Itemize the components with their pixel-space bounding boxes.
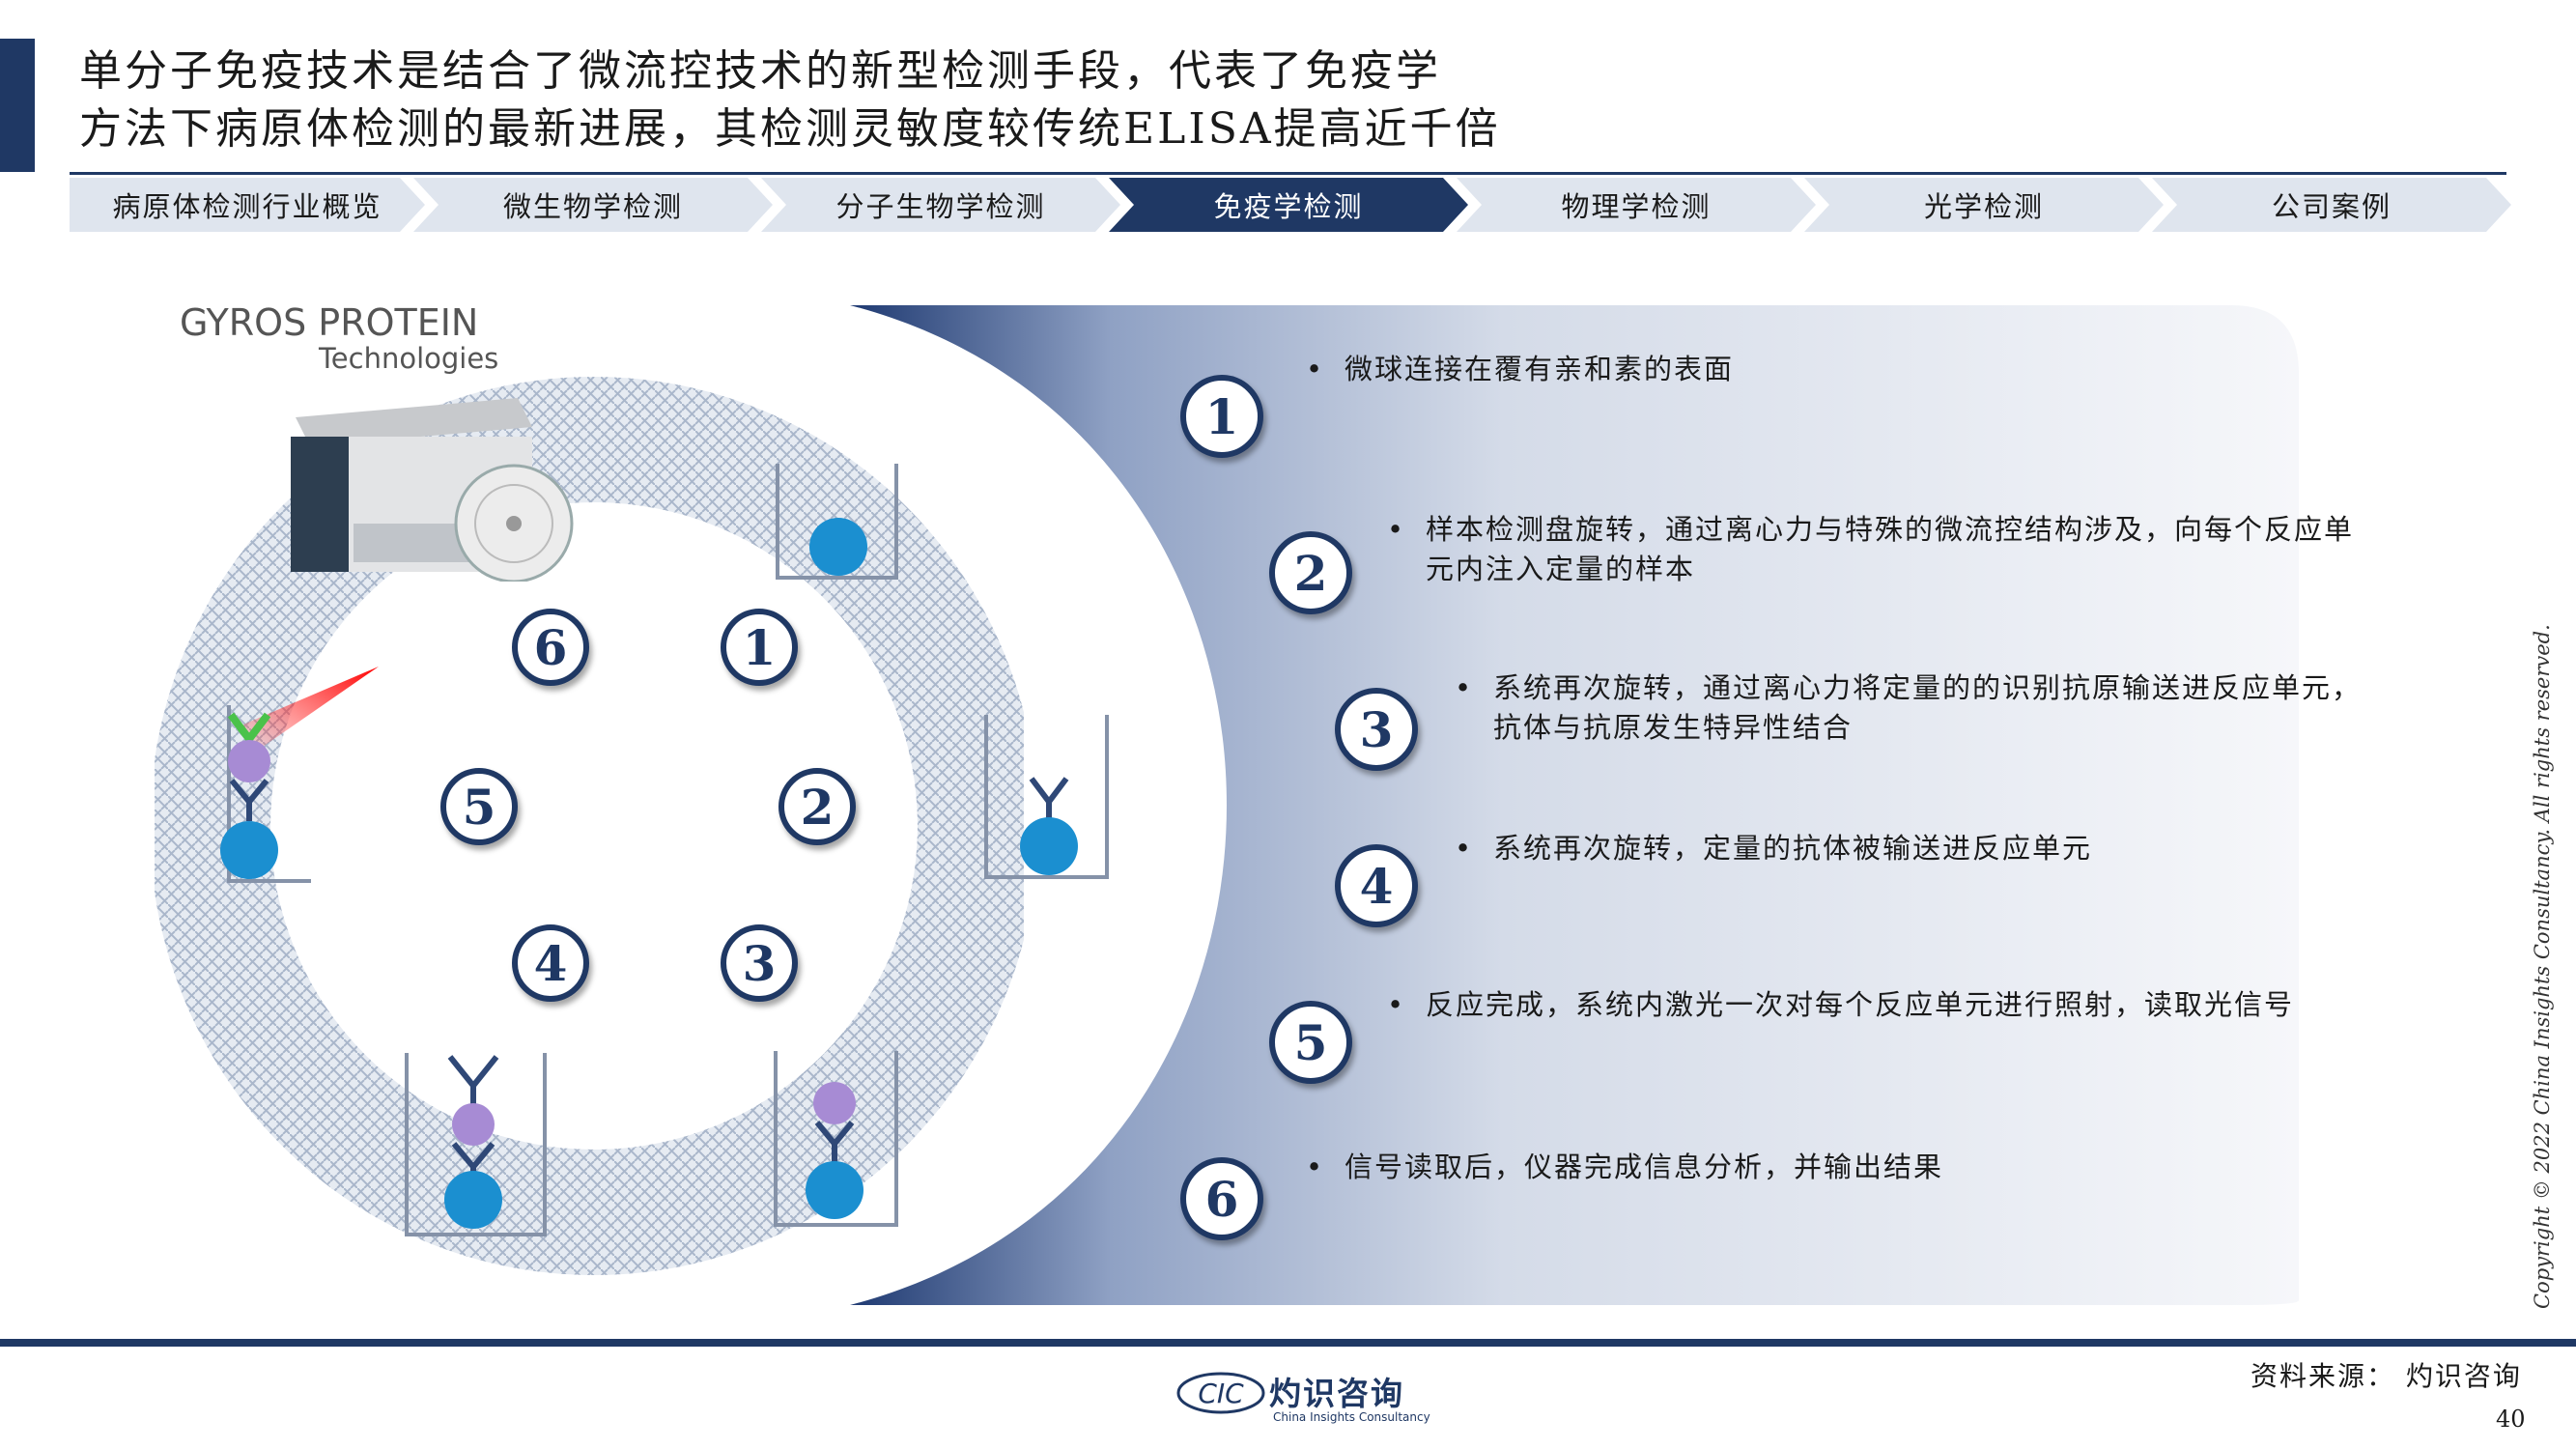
step-text: 反应完成，系统内激光一次对每个反应单元进行照射，读取光信号 [1426, 988, 2295, 1021]
title-accent-bar [0, 39, 35, 172]
microbead [444, 1171, 502, 1229]
nav-item-physics[interactable]: 物理学检测 [1457, 178, 1816, 232]
step-5-description: •反应完成，系统内激光一次对每个反应单元进行照射，读取光信号 [1387, 988, 2295, 1021]
nav-item-molecular-biology[interactable]: 分子生物学检测 [761, 178, 1120, 232]
nav-item-microbiology[interactable]: 微生物学检测 [413, 178, 773, 232]
ring-step-6-marker: 6 [512, 609, 589, 686]
step-6-description: •信号读取后，仪器完成信息分析，并输出结果 [1306, 1151, 1944, 1183]
capture-antibody [229, 779, 269, 821]
step-number: 5 [1293, 1013, 1328, 1071]
instrument-icon [291, 398, 574, 582]
step-2-description: •样本检测盘旋转，通过离心力与特殊的微流控结构涉及，向每个反应单元内注入定量的样… [1387, 513, 2355, 585]
well-step-3 [774, 1051, 898, 1227]
nav-item-label: 微生物学检测 [502, 190, 683, 223]
well-step-5 [220, 667, 379, 883]
step-6-marker: 6 [1180, 1157, 1263, 1240]
ring-step-4-marker: 4 [512, 924, 589, 1002]
ring-step-number: 4 [533, 934, 568, 992]
steps-panel [850, 305, 2299, 1305]
ring-step-2-marker: 2 [778, 768, 856, 845]
nav-item-label: 分子生物学检测 [835, 190, 1046, 223]
nav-item-label: 病原体检测行业概览 [112, 190, 382, 223]
ring-step-number: 5 [462, 778, 496, 836]
ring-step-3-marker: 3 [721, 924, 798, 1002]
step-2-marker: 2 [1269, 531, 1352, 614]
ring-step-5-marker: 5 [440, 768, 518, 845]
page-number: 40 [2496, 1406, 2526, 1433]
nav-item-overview[interactable]: 病原体检测行业概览 [70, 178, 425, 232]
step-text: 样本检测盘旋转，通过离心力与特殊的微流控结构涉及，向每个反应单元内注入定量的样本 [1426, 513, 2355, 585]
step-number: 3 [1359, 700, 1394, 758]
brand-name: GYROS PROTEIN [180, 301, 479, 344]
ring-step-number: 1 [742, 618, 777, 676]
step-1-description: •微球连接在覆有亲和素的表面 [1306, 353, 1735, 385]
step-3-marker: 3 [1335, 688, 1418, 771]
section-nav: 病原体检测行业概览 微生物学检测 分子生物学检测 免疫学检测 物理学检测 光学检… [70, 178, 2523, 232]
cic-logo-icon: CIC [1176, 1372, 1265, 1414]
antigen [452, 1103, 495, 1146]
microbead [806, 1161, 863, 1219]
antigen [813, 1082, 856, 1124]
ring-step-1-marker: 1 [721, 609, 798, 686]
well-step-1 [776, 464, 898, 580]
step-number: 2 [1293, 544, 1328, 602]
step-text: 系统再次旋转，通过离心力将定量的的识别抗原输送进反应单元，抗体与抗原发生特异性结… [1493, 671, 2363, 744]
nav-item-optics[interactable]: 光学检测 [1804, 178, 2164, 232]
step-1-marker: 1 [1180, 375, 1263, 458]
nav-item-label: 物理学检测 [1561, 190, 1712, 223]
step-text: 系统再次旋转，定量的抗体被输送进反应单元 [1493, 832, 2093, 865]
step-number: 4 [1359, 857, 1394, 915]
step-3-description: •系统再次旋转，通过离心力将定量的的识别抗原输送进反应单元，抗体与抗原发生特异性… [1455, 671, 2363, 744]
nav-item-label: 光学检测 [1923, 190, 2044, 223]
step-number: 1 [1204, 387, 1239, 445]
copyright-notice: Copyright © 2022 China Insights Consulta… [2531, 624, 2554, 1309]
footer-logo-english: China Insights Consultancy [1273, 1410, 1430, 1424]
page-title: 单分子免疫技术是结合了微流控技术的新型检测手段，代表了免疫学 方法下病原体检测的… [79, 43, 1914, 158]
nav-item-case-studies[interactable]: 公司案例 [2152, 178, 2511, 232]
nav-item-label: 公司案例 [2271, 190, 2392, 223]
detection-antibody [447, 1055, 499, 1109]
microbead [220, 821, 278, 879]
step-text: 信号读取后，仪器完成信息分析，并输出结果 [1345, 1151, 1944, 1183]
page-title-line-2: 方法下病原体检测的最新进展，其检测灵敏度较传统ELISA提高近千倍 [79, 104, 1501, 154]
title-divider [70, 172, 2506, 175]
well-step-2 [984, 715, 1109, 879]
footer-divider [0, 1339, 2576, 1347]
ring-step-number: 3 [742, 934, 777, 992]
antigen [228, 740, 270, 782]
step-number: 6 [1204, 1170, 1239, 1228]
cic-logo-text: CIC [1198, 1378, 1244, 1409]
step-4-description: •系统再次旋转，定量的抗体被输送进反应单元 [1455, 832, 2093, 865]
microbead [1020, 817, 1078, 875]
ring-step-number: 2 [800, 778, 835, 836]
step-text: 微球连接在覆有亲和素的表面 [1345, 353, 1735, 385]
nav-item-immunology[interactable]: 免疫学检测 [1109, 178, 1468, 232]
microbead [809, 518, 867, 576]
well-step-4 [405, 1053, 547, 1236]
footer-logo-chinese: 灼识咨询 [1269, 1375, 1404, 1412]
brand-subtitle: Technologies [319, 342, 499, 375]
step-5-marker: 5 [1269, 1001, 1352, 1084]
laser-beam [243, 667, 379, 753]
ring-step-number: 6 [533, 618, 568, 676]
step-4-marker: 4 [1335, 844, 1418, 927]
source-note: 资料来源： 灼识咨询 [2250, 1360, 2522, 1392]
page-title-line-1: 单分子免疫技术是结合了微流控技术的新型检测手段，代表了免疫学 [79, 46, 1441, 96]
nav-item-label: 免疫学检测 [1213, 190, 1364, 223]
